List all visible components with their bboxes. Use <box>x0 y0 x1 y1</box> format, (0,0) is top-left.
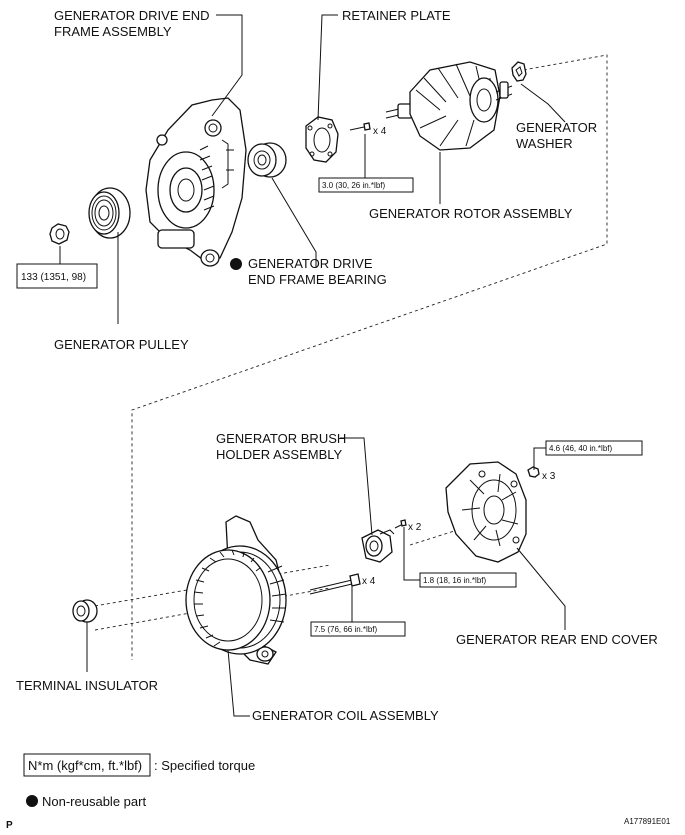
torque-brush-screws: 1.8 (18, 16 in.*lbf) <box>423 576 486 585</box>
torque-retainer-screws: 3.0 (30, 26 in.*lbf) <box>322 181 385 190</box>
torque-through-bolts: 7.5 (76, 66 in.*lbf) <box>314 625 377 634</box>
legend-nonreusable: Non-reusable part <box>42 794 146 809</box>
label-brush-holder-l2: HOLDER ASSEMBLY <box>216 447 343 462</box>
drive-end-frame-bearing <box>247 142 287 178</box>
qty-retainer-screws: x 4 <box>373 126 387 137</box>
qty-brush-screws: x 2 <box>408 522 422 533</box>
qty-rear-cover-nuts: x 3 <box>542 471 556 482</box>
retainer-plate <box>305 116 339 163</box>
page-letter: P <box>6 820 13 831</box>
label-drive-end-bearing-l1: GENERATOR DRIVE <box>248 256 373 271</box>
torque-box-brush-screws: 1.8 (18, 16 in.*lbf) <box>419 572 517 588</box>
nonreusable-dot <box>230 258 242 270</box>
leader-lines <box>59 14 566 717</box>
legend: N*m (kgf*cm, ft.*lbf) : Specified torque… <box>23 753 255 809</box>
brush-holder-assembly <box>361 529 395 563</box>
terminal-insulator <box>72 599 98 623</box>
coil-assembly <box>185 515 287 665</box>
generator-pulley <box>88 187 131 239</box>
label-drive-end-frame-l2: FRAME ASSEMBLY <box>54 24 172 39</box>
torque-pulley-nut: 133 (1351, 98) <box>21 272 86 283</box>
label-rotor-assembly: GENERATOR ROTOR ASSEMBLY <box>369 206 573 221</box>
torque-rear-cover-nuts: 4.6 (46, 40 in.*lbf) <box>549 444 612 453</box>
legend-torque-desc: : Specified torque <box>154 758 255 773</box>
torque-box-pulley-nut: 133 (1351, 98) <box>16 263 98 289</box>
legend-nonreusable-dot <box>26 795 38 807</box>
brush-screw <box>394 519 407 529</box>
label-brush-holder-l1: GENERATOR BRUSH <box>216 431 346 446</box>
label-generator-pulley: GENERATOR PULLEY <box>54 337 189 352</box>
torque-box-through-bolts: 7.5 (76, 66 in.*lbf) <box>310 621 406 637</box>
label-rear-end-cover: GENERATOR REAR END COVER <box>456 632 658 647</box>
rotor-assembly <box>385 61 513 151</box>
label-coil-assembly: GENERATOR COIL ASSEMBLY <box>252 708 439 723</box>
torque-box-retainer-screws: 3.0 (30, 26 in.*lbf) <box>318 177 414 193</box>
label-generator-washer-l2: WASHER <box>516 136 573 151</box>
label-drive-end-bearing-l2: END FRAME BEARING <box>248 272 387 287</box>
retainer-screw <box>349 122 371 131</box>
drive-end-frame-assembly <box>145 97 247 267</box>
qty-through-bolts: x 4 <box>362 576 376 587</box>
rear-end-cover <box>445 461 527 563</box>
generator-washer <box>511 61 527 82</box>
label-retainer-plate: RETAINER PLATE <box>342 8 451 23</box>
through-bolt <box>309 573 361 595</box>
figure-id: A177891E01 <box>624 817 671 826</box>
pulley-nut <box>49 223 70 245</box>
label-drive-end-frame-l1: GENERATOR DRIVE END <box>54 8 210 23</box>
label-terminal-insulator: TERMINAL INSULATOR <box>16 678 158 693</box>
legend-torque-units: N*m (kgf*cm, ft.*lbf) <box>28 758 142 773</box>
rear-cover-nut <box>527 466 540 478</box>
torque-box-rear-cover-nuts: 4.6 (46, 40 in.*lbf) <box>545 440 643 456</box>
label-generator-washer-l1: GENERATOR <box>516 120 597 135</box>
